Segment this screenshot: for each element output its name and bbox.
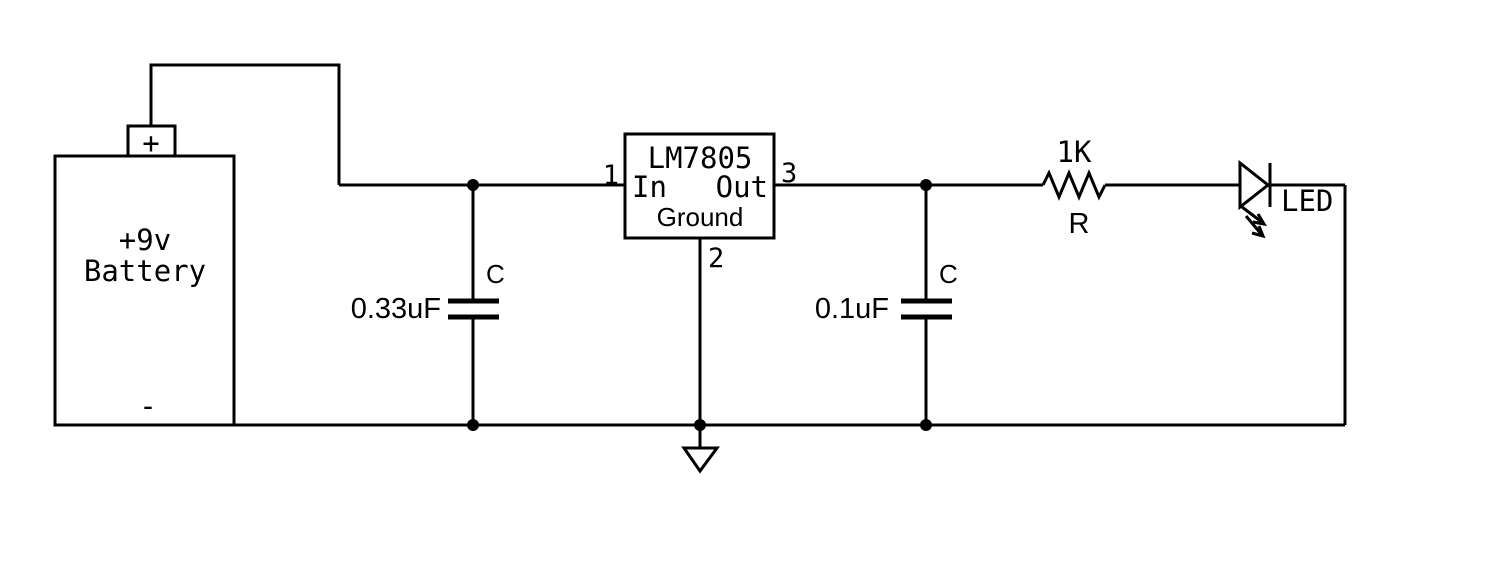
regulator-part-label: LM7805: [648, 141, 753, 175]
voltage-regulator: LM7805 In Out Ground 1 3 2: [603, 132, 797, 274]
junction-dot-output-top: [920, 179, 932, 191]
battery: + +9v Battery -: [53, 124, 236, 427]
battery-name-label: Battery: [84, 254, 206, 288]
regulator-pin2-number: 2: [708, 243, 724, 274]
regulator-pin1-number: 1: [603, 160, 619, 191]
junction-dot-input-top: [467, 179, 479, 191]
output-capacitor-value: 0.1uF: [815, 293, 889, 325]
battery-body: [53, 154, 236, 427]
led-emission-arrow-2: [1244, 215, 1266, 239]
input-capacitor-designator: C: [486, 259, 505, 289]
output-capacitor-designator: C: [939, 259, 958, 289]
junction-dot-input-bottom: [467, 419, 479, 431]
resistor-zigzag: [1041, 169, 1107, 201]
battery-plus-label: +: [142, 126, 159, 160]
junction-dot-output-bottom: [920, 419, 932, 431]
led-label: LED: [1281, 184, 1333, 218]
resistor-value-label: 1K: [1057, 135, 1092, 169]
resistor-designator-label: R: [1069, 208, 1090, 240]
junction-dot-ground: [694, 419, 706, 431]
output-capacitor: C 0.1uF: [815, 179, 958, 431]
wire-battery-positive: [149, 63, 341, 185]
ground-branch: [681, 238, 720, 474]
regulator-pin3-number: 3: [781, 158, 797, 189]
regulator-in-label: In: [632, 170, 667, 204]
regulator-out-label: Out: [716, 170, 768, 204]
led: LED: [1238, 159, 1333, 239]
input-capacitor: C 0.33uF: [351, 179, 505, 431]
regulator-body: [623, 132, 776, 240]
battery-minus-label: -: [139, 389, 156, 423]
resistor: 1K R: [1041, 135, 1107, 240]
battery-voltage-label: +9v: [119, 223, 171, 257]
input-capacitor-value: 0.33uF: [351, 293, 441, 325]
regulator-ground-label: Ground: [657, 202, 744, 232]
led-emission-arrow-1: [1241, 205, 1267, 227]
led-anode-triangle: [1238, 159, 1271, 211]
ground-symbol-icon: [681, 446, 720, 474]
